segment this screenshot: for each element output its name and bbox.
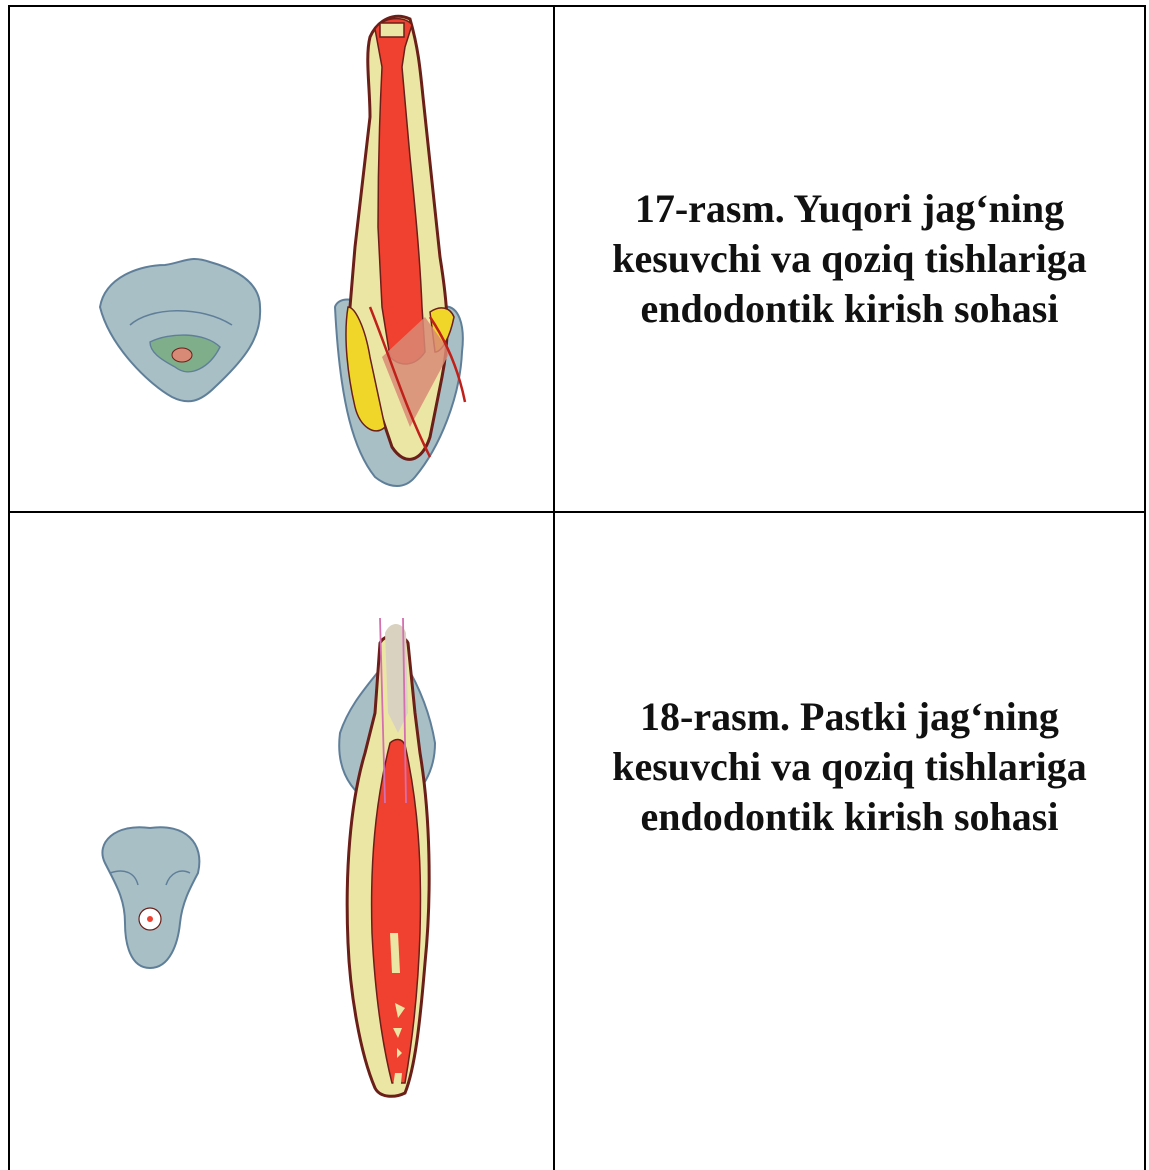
longitudinal-view-lower	[339, 618, 435, 1096]
longitudinal-view-upper	[335, 16, 465, 486]
caption-line: 18-rasm. Pastki jag‘ning	[612, 692, 1087, 742]
caption-line: kesuvchi va qoziq tishlariga	[612, 234, 1087, 284]
figure-18-caption: 18-rasm. Pastki jag‘ning kesuvchi va qoz…	[555, 513, 1144, 1170]
occlusal-view-upper	[100, 259, 260, 401]
caption-line: endodontik kirish sohasi	[612, 792, 1087, 842]
figure-18-illustration	[10, 513, 553, 1170]
figure-17-illustration	[10, 7, 553, 511]
caption-line: kesuvchi va qoziq tishlariga	[612, 742, 1087, 792]
caption-line: endodontik kirish sohasi	[612, 284, 1087, 334]
occlusal-view-lower	[102, 827, 199, 968]
caption-line: 17-rasm. Yuqori jag‘ning	[612, 184, 1087, 234]
figure-17-caption: 17-rasm. Yuqori jag‘ning kesuvchi va qoz…	[555, 7, 1144, 511]
